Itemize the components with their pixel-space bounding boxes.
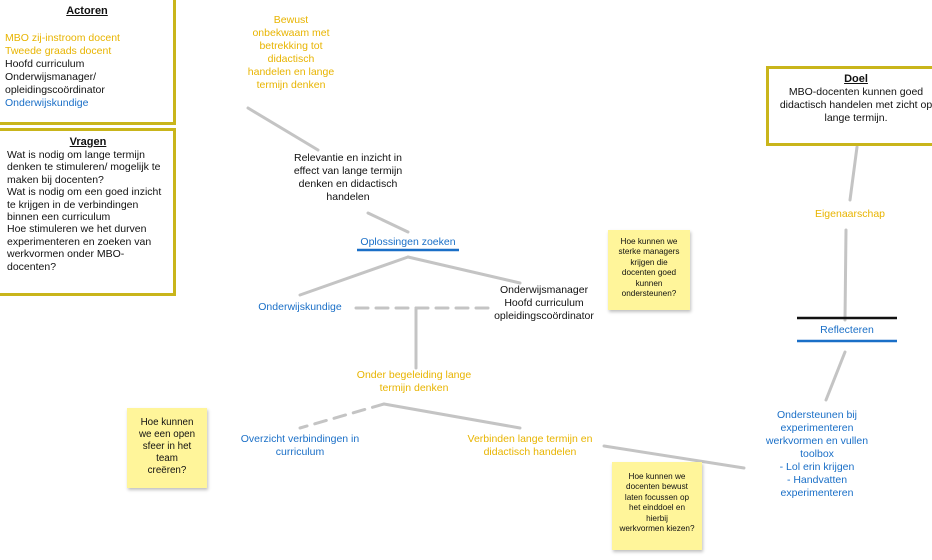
node-line: Onderwijsmanager	[499, 284, 589, 296]
doel-line: MBO-docenten kunnen goed	[788, 86, 924, 98]
node-line: effect van lange termijn	[293, 165, 403, 177]
actor-item: Hoofd curriculum	[5, 58, 85, 70]
connector-oplossingen-onderwijskundige	[298, 255, 410, 297]
vragen-line: denken te stimuleren/ mogelijk te	[7, 161, 161, 174]
doel-title: Doel	[844, 73, 868, 85]
actoren-title: Actoren	[66, 5, 108, 17]
connector-bewust-relevantie	[246, 106, 320, 152]
node-line: toolbox	[800, 448, 834, 460]
vragen-line: docenten?	[7, 260, 57, 273]
node-line: Hoofd curriculum	[504, 297, 584, 309]
node-line: opleidingscoördinator	[494, 310, 594, 322]
connector-verbinden-ondersteunen	[602, 444, 746, 470]
vragen-title: Vragen	[69, 136, 107, 148]
connector-begeleiding-verbinden	[382, 402, 522, 430]
node-eigenaarschap: Eigenaarschap	[814, 208, 886, 220]
node-line: werkvormen en vullen	[765, 435, 869, 447]
sticky-line: creëren?	[147, 465, 187, 476]
node-line: experimenteren	[780, 487, 854, 499]
node-line: termijn denken	[256, 79, 326, 91]
sticky-line: sfeer in het	[142, 441, 192, 452]
node-line: Relevantie en inzicht in	[294, 152, 402, 164]
node-line: betrekking tot	[259, 40, 323, 52]
sticky-line: team	[156, 453, 178, 464]
node-onderwijskundige: Onderwijskundige	[258, 301, 342, 313]
connector-reflecteren-eigenaarschap	[843, 228, 848, 322]
sticky-line: krijgen die	[630, 257, 668, 267]
node-line: didactisch handelen	[483, 446, 577, 458]
vragen-line: te krijgen in de verbindingen	[7, 198, 139, 211]
node-line: didactisch	[267, 53, 315, 65]
node-line: Bewust	[273, 14, 309, 26]
actor-item: Onderwijskundige	[5, 97, 89, 109]
vragen-line: binnen een curriculum	[7, 211, 111, 224]
node-line: handelen en lange	[247, 66, 335, 78]
node-line: handelen	[326, 191, 370, 203]
actor-item: Tweede graads docent	[5, 45, 112, 57]
node-reflecteren: Reflecteren	[820, 324, 874, 336]
node-line: Ondersteunen bij	[777, 409, 857, 421]
actor-item: opleidingscoördinator	[5, 84, 105, 96]
doel-line: lange termijn.	[824, 112, 888, 124]
node-line: curriculum	[275, 446, 325, 458]
node-line: - Lol erin krijgen	[779, 461, 855, 473]
sticky-line: werkvormen kiezen?	[619, 524, 695, 534]
node-line: onbekwaam met	[252, 27, 330, 39]
sticky-line: ondersteunen?	[621, 289, 677, 299]
vragen-line: Wat is nodig om een goed inzicht	[7, 186, 162, 199]
vragen-line: Wat is nodig om lange termijn	[7, 149, 145, 161]
actor-item: MBO zij-instroom docent	[5, 32, 120, 44]
sticky-line: Hoe kunnen	[140, 417, 194, 428]
connector-relevantie-oplossingen	[366, 211, 410, 234]
node-line: - Handvatten	[786, 474, 848, 486]
node-line: termijn denken	[379, 382, 449, 394]
actor-item: Onderwijsmanager/	[5, 71, 97, 83]
sticky-line: Hoe kunnen we	[620, 237, 678, 246]
sticky-line: sterke managers	[618, 247, 680, 257]
node-line: denken en didactisch	[298, 178, 398, 190]
node-line: Overzicht verbindingen in	[240, 433, 360, 445]
vragen-line: werkvormen onder MBO-	[7, 248, 125, 261]
node-oplossingen-zoeken: Oplossingen zoeken	[360, 236, 456, 248]
sticky-line: het einddoel en	[629, 503, 685, 513]
sticky-line: laten focussen op	[624, 492, 690, 502]
sticky-line: docenten bewust	[626, 482, 688, 492]
node-line: Onder begeleiding lange	[356, 369, 472, 381]
connector-eigenaarschap-doel	[848, 145, 859, 202]
vragen-line: maken bij docenten?	[7, 173, 104, 186]
sticky-line: hierbij	[646, 513, 668, 523]
vragen-line: experimenteren en zoeken van	[7, 235, 152, 248]
connector-begeleiding-overzicht	[298, 402, 386, 430]
sticky-line: kunnen	[635, 278, 663, 288]
node-line: Verbinden lange termijn en	[467, 433, 593, 445]
connector-oplossingen-manager	[406, 255, 522, 285]
connector-ondersteunen-reflecteren	[824, 350, 847, 402]
sticky-line: we een open	[138, 429, 196, 440]
sticky-line: Hoe kunnen we	[628, 472, 686, 481]
doel-line: didactisch handelen met zicht op	[779, 99, 932, 111]
sticky-line: docenten goed	[621, 268, 677, 278]
vragen-line: Hoe stimuleren we het durven	[7, 223, 147, 236]
node-line: experimenteren	[780, 422, 854, 434]
